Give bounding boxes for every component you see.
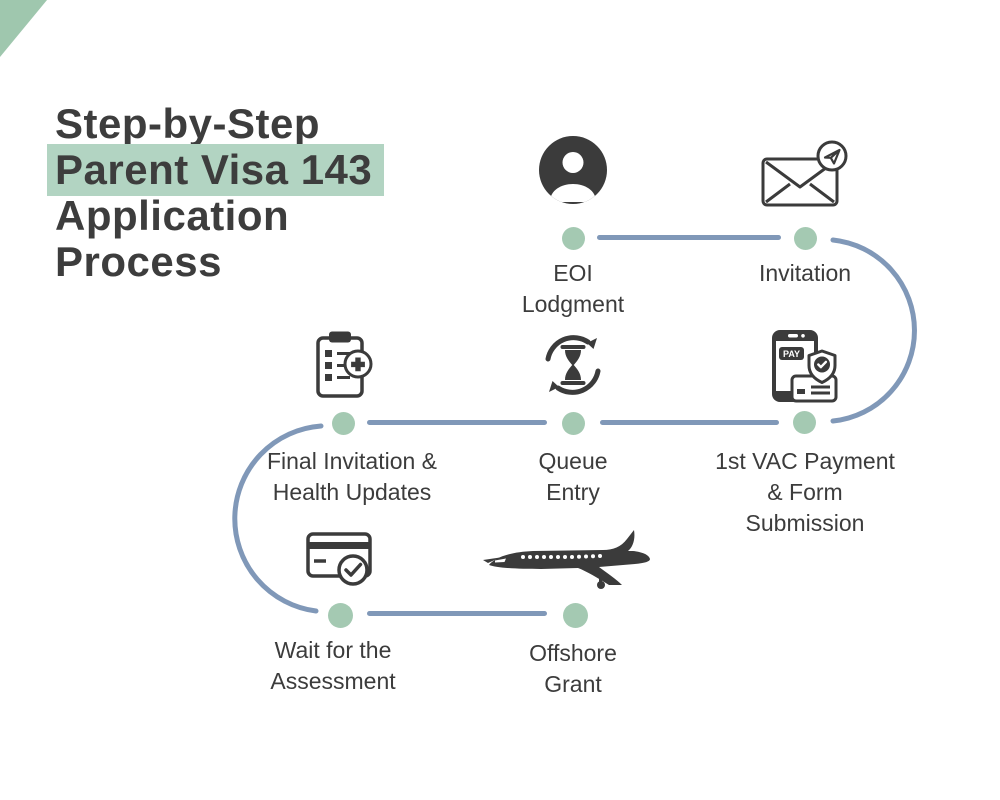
label-vac-payment: 1st VAC Payment & Form Submission	[685, 446, 925, 539]
label-line: Invitation	[758, 260, 852, 286]
label-wait-assessment: Wait for the Assessment	[213, 635, 453, 697]
label-invitation: Invitation	[685, 258, 925, 289]
node-eoi-lodgment	[562, 227, 585, 250]
airplane-icon	[483, 530, 650, 589]
label-line: Offshore	[529, 640, 617, 666]
node-final-invitation	[332, 412, 355, 435]
title-line-2: Parent Visa 143	[47, 144, 385, 196]
label-line: Wait for the	[274, 637, 392, 663]
connector-eoi-invitation	[597, 235, 781, 240]
label-line: Queue	[538, 448, 608, 474]
label-queue-entry: Queue Entry	[453, 446, 693, 508]
node-vac-payment	[793, 411, 816, 434]
title-line-4: Process	[55, 238, 222, 285]
connector-queue-vac	[600, 420, 779, 425]
hourglass-cycle-icon	[545, 335, 601, 395]
label-final-invitation: Final Invitation & Health Updates	[232, 446, 472, 508]
corner-accent-triangle	[0, 0, 47, 57]
card-check-icon	[306, 532, 372, 586]
user-icon	[539, 136, 607, 204]
right-arc-connector	[830, 237, 917, 424]
pay-badge-text: PAY	[783, 349, 800, 359]
connector-final-queue	[367, 420, 547, 425]
medical-checklist-icon	[316, 331, 373, 398]
label-line: EOI	[553, 260, 593, 286]
page-title: Step-by-Step Parent Visa 143 Application…	[47, 100, 385, 285]
left-arc-connector	[232, 423, 324, 614]
title-line-3: Application	[55, 192, 290, 239]
label-line: Lodgment	[521, 291, 625, 317]
node-invitation	[794, 227, 817, 250]
connector-wait-offshore	[367, 611, 547, 616]
label-line: Assessment	[270, 668, 396, 694]
label-line: & Form	[767, 479, 843, 505]
label-line: 1st VAC Payment	[715, 448, 895, 474]
label-line: Entry	[546, 479, 600, 505]
node-queue-entry	[562, 412, 585, 435]
mail-send-icon	[761, 140, 848, 207]
label-line: Grant	[544, 671, 602, 697]
node-offshore-grant	[563, 603, 588, 628]
label-line: Submission	[745, 510, 865, 536]
node-wait-assessment	[328, 603, 353, 628]
label-line: Final Invitation &	[266, 448, 438, 474]
title-highlight: Parent Visa 143	[47, 144, 385, 196]
title-line-1: Step-by-Step	[55, 100, 321, 147]
label-offshore-grant: Offshore Grant	[453, 638, 693, 700]
label-eoi-lodgment: EOI Lodgment	[453, 258, 693, 320]
mobile-payment-icon: PAY	[772, 330, 838, 403]
label-line: Health Updates	[272, 479, 432, 505]
